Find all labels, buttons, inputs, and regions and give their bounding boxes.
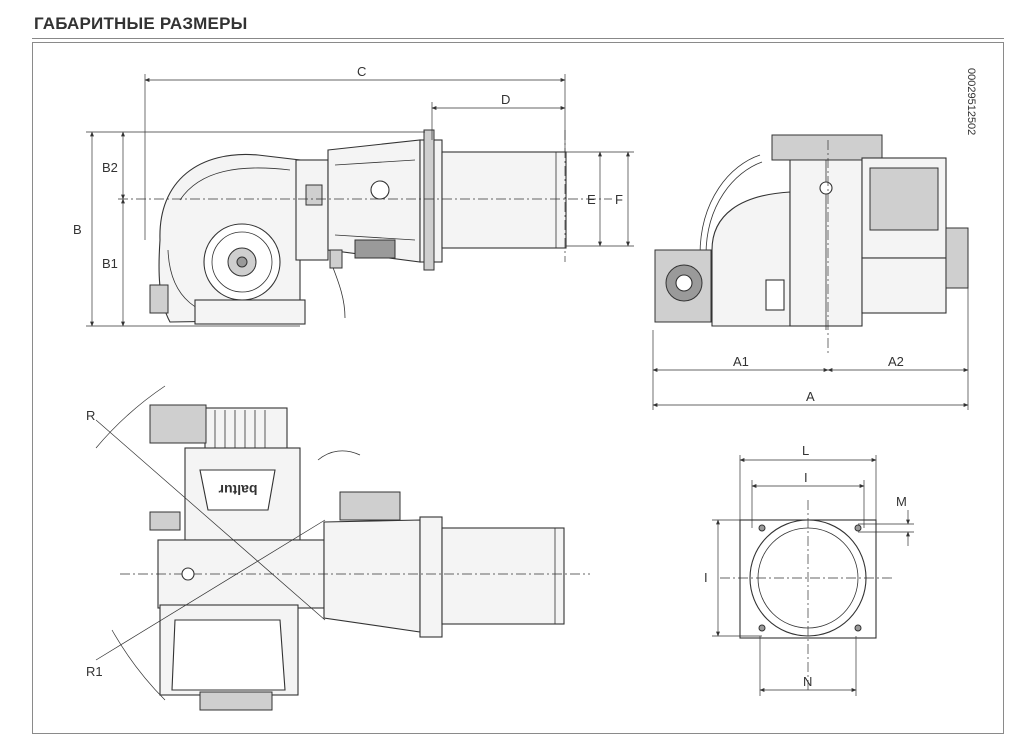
dim-A2-label: A2 [888, 354, 904, 369]
dim-B-label: B [73, 222, 82, 237]
dim-B2-label: B2 [102, 160, 118, 175]
side-view: C D E F B B2 B1 [73, 64, 634, 327]
flange-view: L I I M N [704, 443, 914, 696]
dim-D-label: D [501, 92, 510, 107]
drawing-code: 00029512502 [965, 68, 977, 135]
dim-I-top-label: I [804, 470, 808, 485]
front-view: A A1 A2 [652, 134, 969, 410]
brand-logo: baltur [218, 482, 257, 498]
dim-R-label: R [86, 408, 95, 423]
page-title: ГАБАРИТНЫЕ РАЗМЕРЫ [34, 14, 248, 33]
drawing-frame [32, 42, 1004, 734]
dim-A1-label: A1 [733, 354, 749, 369]
title-divider [32, 38, 1004, 39]
dim-M-label: M [896, 494, 907, 509]
dim-F-label: F [615, 192, 623, 207]
dim-E-label: E [587, 192, 596, 207]
dim-A-label: A [806, 389, 815, 404]
dim-R1-label: R1 [86, 664, 103, 679]
dim-C-label: C [357, 64, 366, 79]
dim-I-left-label: I [704, 570, 708, 585]
dim-N-label: N [803, 674, 812, 689]
dim-L-label: L [802, 443, 809, 458]
top-view: baltur R R1 [86, 385, 590, 711]
dim-B1-label: B1 [102, 256, 118, 271]
